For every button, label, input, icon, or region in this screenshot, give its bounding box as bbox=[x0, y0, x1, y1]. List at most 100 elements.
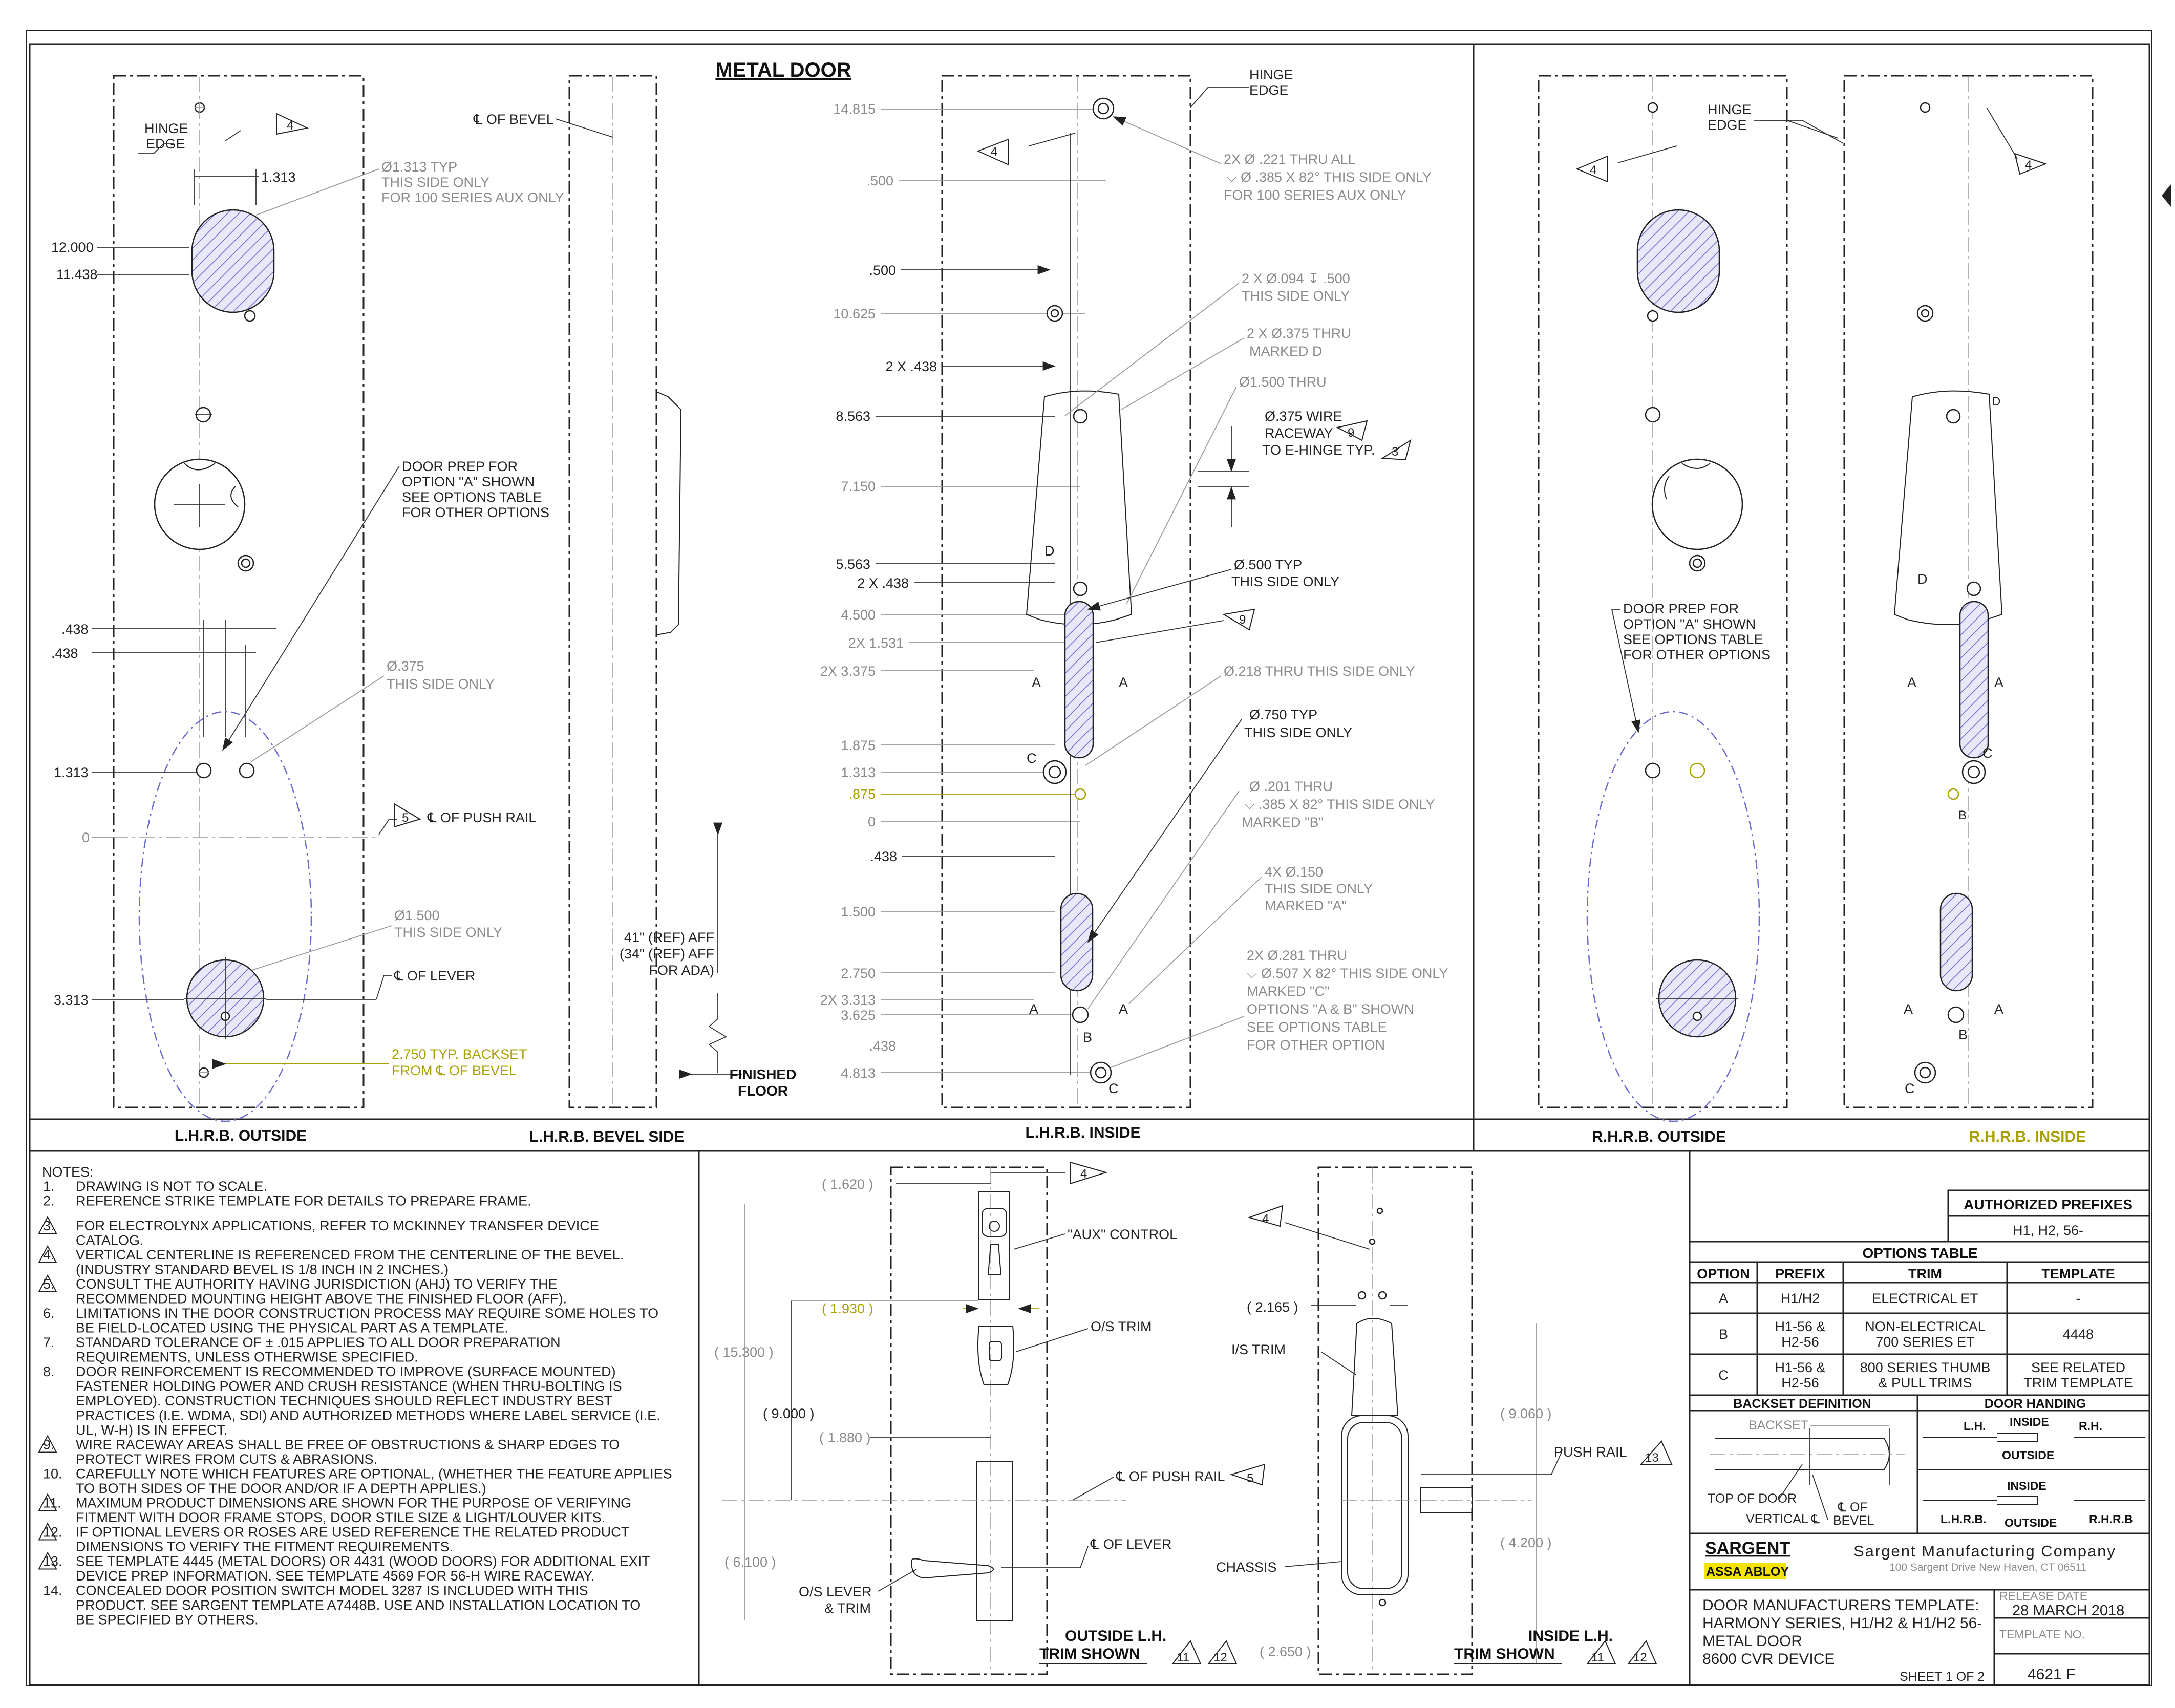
view-caption-rhrb-outside: R.H.R.B. OUTSIDE bbox=[1592, 1128, 1726, 1145]
svg-text:8.563: 8.563 bbox=[836, 409, 870, 424]
note-revision-triangle bbox=[38, 1215, 57, 1234]
note-number: 5. bbox=[43, 1276, 55, 1292]
svg-text:METAL DOOR: METAL DOOR bbox=[1702, 1633, 1802, 1650]
note-text: BE FIELD-LOCATED USING THE PHYSICAL PART… bbox=[76, 1320, 508, 1336]
note-text: BE SPECIFIED BY OTHERS. bbox=[76, 1612, 259, 1628]
sheet-number: SHEET 1 OF 2 bbox=[1900, 1670, 1985, 1684]
rh-door-prep-oval bbox=[1586, 711, 1760, 1122]
note-text: FOR ELECTROLYNX APPLICATIONS, REFER TO M… bbox=[76, 1218, 599, 1233]
svg-text:12: 12 bbox=[1633, 1651, 1647, 1664]
push-rail-in-label: PUSH RAIL bbox=[1554, 1444, 1627, 1460]
template-number: 4621 F bbox=[2028, 1666, 2075, 1683]
aux-control-body bbox=[978, 1191, 1010, 1300]
company-name: Sargent Manufacturing Company bbox=[1853, 1542, 2116, 1560]
svg-text:C: C bbox=[1905, 1081, 1915, 1096]
svg-text:A: A bbox=[1994, 675, 2003, 690]
inside-trim-caption: INSIDE L.H. bbox=[1528, 1628, 1613, 1645]
svg-text:⌵ Ø .385 X 82° THIS SIDE ONLY: ⌵ Ø .385 X 82° THIS SIDE ONLY bbox=[1226, 169, 1432, 185]
svg-text:FROM ℄ OF BEVEL: FROM ℄ OF BEVEL bbox=[392, 1063, 517, 1078]
svg-text:MARKED D: MARKED D bbox=[1249, 344, 1323, 359]
chassis-body bbox=[1341, 1415, 1409, 1595]
svg-text:4.500: 4.500 bbox=[841, 607, 876, 623]
svg-text:(34" (REF) AFF: (34" (REF) AFF bbox=[620, 946, 714, 962]
svg-text:TRIM SHOWN: TRIM SHOWN bbox=[1039, 1646, 1140, 1662]
options-cell: SEE RELATED bbox=[2031, 1360, 2125, 1375]
svg-text:THIS SIDE ONLY: THIS SIDE ONLY bbox=[1242, 288, 1350, 304]
trim-in-note-12 bbox=[1627, 1640, 1657, 1664]
svg-text:4: 4 bbox=[2025, 158, 2032, 172]
svg-text:3: 3 bbox=[1392, 445, 1398, 459]
options-cell: C bbox=[1718, 1368, 1729, 1383]
note-triangle-4-rh-inside bbox=[2014, 153, 2047, 175]
notes-section: NOTES: 1.DRAWING IS NOT TO SCALE.2.REFER… bbox=[38, 1164, 672, 1628]
svg-text:.500: .500 bbox=[866, 173, 893, 188]
options-cell: H2-56 bbox=[1781, 1334, 1819, 1350]
svg-text:A: A bbox=[1029, 1001, 1038, 1017]
os-trim-label: O/S TRIM bbox=[1091, 1319, 1152, 1334]
trim-in-note-11 bbox=[1586, 1640, 1616, 1664]
svg-text:OUTSIDE: OUTSIDE bbox=[2002, 1448, 2054, 1462]
svg-text:4.813: 4.813 bbox=[841, 1065, 876, 1081]
callout-218: Ø.218 THRU THIS SIDE ONLY bbox=[1224, 664, 1415, 679]
inside-raceway-slot bbox=[1064, 601, 1094, 759]
view-caption-rhrb-inside: R.H.R.B. INSIDE bbox=[1969, 1128, 2086, 1145]
trim-note-12 bbox=[1207, 1640, 1238, 1664]
svg-text:OPTION "A" SHOWN: OPTION "A" SHOWN bbox=[1623, 616, 1756, 632]
os-push-rail-label: ℄ OF PUSH RAIL bbox=[1116, 1469, 1225, 1484]
backset-definition: BACKSET DEFINITION BACKSET TOP OF DOOR ℄… bbox=[1689, 1394, 1918, 1534]
svg-text:⌵ Ø.507 X 82° THIS SIDE ONLY: ⌵ Ø.507 X 82° THIS SIDE ONLY bbox=[1247, 966, 1448, 981]
note-text: CATALOG. bbox=[76, 1233, 144, 1248]
dim-2165: ( 2.165 ) bbox=[1247, 1299, 1298, 1315]
callout-1500: Ø1.500 bbox=[394, 908, 440, 923]
note-number: 7. bbox=[43, 1335, 55, 1350]
svg-text:A: A bbox=[1119, 675, 1128, 690]
callout-094: 2 X Ø.094 ↧ .500 bbox=[1242, 271, 1350, 286]
svg-text:8600 CVR DEVICE: 8600 CVR DEVICE bbox=[1702, 1651, 1835, 1668]
note-text: PRACTICES (I.E. WDMA, SDI) AND AUTHORIZE… bbox=[76, 1408, 660, 1423]
dim-1880: ( 1.880 ) bbox=[819, 1430, 871, 1445]
finished-floor-label: FINISHED bbox=[730, 1066, 797, 1082]
svg-text:4: 4 bbox=[1262, 1212, 1269, 1226]
svg-text:2X 3.375: 2X 3.375 bbox=[820, 664, 876, 679]
note-revision-triangle bbox=[38, 1522, 57, 1541]
note-text: IF OPTIONAL LEVERS OR ROSES ARE USED REF… bbox=[76, 1525, 629, 1540]
svg-text:5: 5 bbox=[402, 811, 409, 825]
note-text: FITMENT WITH DOOR FRAME STOPS, DOOR STIL… bbox=[76, 1510, 605, 1525]
svg-text:BACKSET DEFINITION: BACKSET DEFINITION bbox=[1733, 1397, 1871, 1411]
is-trim-label: I/S TRIM bbox=[1231, 1342, 1286, 1357]
chassis-label: CHASSIS bbox=[1216, 1560, 1277, 1575]
svg-text:VERTICAL ℄: VERTICAL ℄ bbox=[1746, 1512, 1820, 1526]
svg-text:1.313: 1.313 bbox=[841, 765, 876, 780]
note-number: 10. bbox=[43, 1466, 62, 1482]
options-col-template: TEMPLATE bbox=[2041, 1266, 2115, 1282]
svg-text:1.875: 1.875 bbox=[841, 738, 876, 753]
svg-text:BACKSET: BACKSET bbox=[1748, 1418, 1808, 1433]
note-triangle-9 bbox=[1336, 420, 1368, 441]
notes-heading: NOTES: bbox=[42, 1164, 94, 1180]
svg-text:L.H.: L.H. bbox=[1964, 1419, 1986, 1433]
note-revision-triangle bbox=[38, 1551, 57, 1570]
svg-text:FOR OTHER OPTIONS: FOR OTHER OPTIONS bbox=[1623, 647, 1771, 663]
os-lever-trim-label: O/S LEVER bbox=[799, 1584, 872, 1599]
note-triangle-9b bbox=[1222, 608, 1255, 631]
dim-6100: ( 6.100 ) bbox=[724, 1554, 776, 1570]
svg-text:FOR ADA): FOR ADA) bbox=[649, 963, 714, 978]
svg-text:FOR OTHER OPTIONS: FOR OTHER OPTIONS bbox=[402, 505, 549, 520]
rhrb-outside-view: 4 DOOR PREP FOR OPTION "A" SHOWN SEE OPT… bbox=[1538, 75, 1788, 1122]
door-prep-callout: DOOR PREP FOR bbox=[402, 459, 518, 474]
options-cell: H2-56 bbox=[1781, 1375, 1819, 1391]
authorized-prefixes: AUTHORIZED PREFIXES H1, H2, 56- bbox=[1947, 1189, 2150, 1243]
svg-text:OUTSIDE: OUTSIDE bbox=[2005, 1516, 2057, 1529]
svg-text:4: 4 bbox=[1590, 163, 1596, 177]
is-trim-body bbox=[1351, 1318, 1399, 1416]
rh-inside-trim bbox=[1893, 390, 2003, 625]
note-text: (INDUSTRY STANDARD BEVEL IS 1/8 INCH IN … bbox=[76, 1262, 449, 1277]
svg-text:D: D bbox=[1992, 395, 2000, 409]
options-col-trim: TRIM bbox=[1908, 1266, 1942, 1282]
aff-label: 41" (REF) AFF bbox=[624, 930, 714, 945]
svg-text:.438: .438 bbox=[870, 849, 897, 864]
svg-text:11: 11 bbox=[1591, 1651, 1604, 1664]
svg-text:B: B bbox=[1958, 1027, 1968, 1042]
note-text: PRODUCT. SEE SARGENT TEMPLATE A7448B. US… bbox=[76, 1597, 641, 1613]
